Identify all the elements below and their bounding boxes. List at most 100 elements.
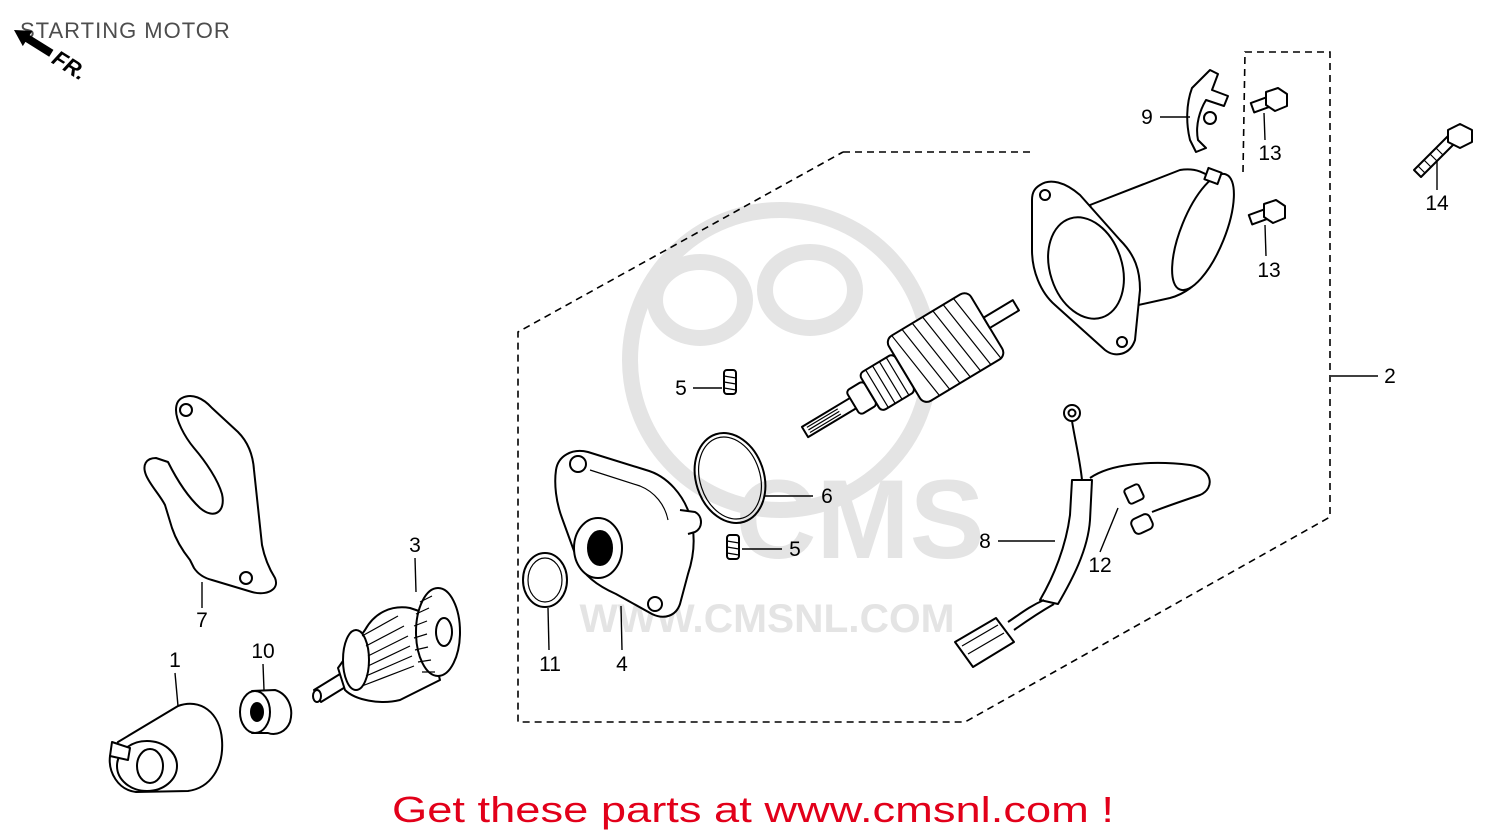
part-5-spring-top xyxy=(723,369,737,395)
armature-windings xyxy=(891,298,1002,396)
bracket-outline xyxy=(1186,69,1229,153)
part-4-front-cover xyxy=(554,450,702,618)
part-8-wire-harness xyxy=(954,404,1211,668)
drive-shaft-end xyxy=(312,689,322,703)
armature-commutator-bars xyxy=(865,357,910,408)
footer-promo-text: Get these parts at www.cmsnl.com ! xyxy=(392,789,1114,830)
part-10-bearing xyxy=(239,689,293,735)
leader-lines xyxy=(174,112,1438,707)
callout-13-top: 13 xyxy=(1258,142,1281,165)
cap-lower xyxy=(1130,513,1154,535)
flange-hole-top xyxy=(1039,189,1051,201)
cover-ear-bottom xyxy=(647,596,663,612)
callout-5-bottom: 5 xyxy=(789,538,801,561)
harness-sleeve xyxy=(1039,479,1093,605)
leader-11 xyxy=(547,607,550,651)
collar-bore xyxy=(136,748,164,784)
plate-hole-bottom xyxy=(239,571,253,585)
callout-9: 9 xyxy=(1141,106,1153,129)
bolt-top-head xyxy=(1265,87,1288,112)
bolt-bottom-head xyxy=(1263,199,1286,224)
part-1-collar xyxy=(108,702,224,793)
cms-watermark: CMS WWW.CMSNL.COM xyxy=(580,202,985,641)
cover-ear-top xyxy=(569,455,587,473)
callout-12: 12 xyxy=(1088,554,1111,577)
frame-outline xyxy=(517,51,1331,723)
harness-lead-wire xyxy=(1071,420,1083,481)
arrow-icon xyxy=(14,30,54,57)
cap-upper xyxy=(1123,483,1145,505)
cover-bore xyxy=(587,530,613,566)
spring-top-coils xyxy=(723,375,737,391)
leader-3 xyxy=(414,557,417,593)
part-6-o-ring xyxy=(693,432,767,524)
callout-14: 14 xyxy=(1425,192,1449,215)
plate-hole-top xyxy=(179,403,193,417)
spring-bottom-coils xyxy=(726,540,740,556)
part-11-o-ring xyxy=(522,552,568,608)
harness-plug-ribs xyxy=(961,624,1005,655)
bearing-bore xyxy=(250,702,264,722)
harness-ring-hole xyxy=(1067,408,1077,418)
leader-12 xyxy=(1099,507,1119,553)
motor-terminal xyxy=(1203,166,1223,186)
direction-label: FR. xyxy=(48,45,91,85)
part-3-starter-drive xyxy=(312,587,461,703)
watermark-logo-text: CMS xyxy=(736,457,985,582)
armature-shaft-rear xyxy=(982,299,1020,329)
drive-gear-teeth xyxy=(413,595,435,673)
armature-shaft-splines xyxy=(806,408,842,434)
o-ring-large-inner xyxy=(698,436,762,520)
o-ring-outer xyxy=(522,552,568,608)
watermark-mascot-eye-right xyxy=(757,244,863,336)
drive-clutch-face xyxy=(342,629,370,691)
callout-3: 3 xyxy=(409,534,421,557)
harness-plug-wires xyxy=(1007,599,1055,631)
callout-10: 10 xyxy=(251,640,274,663)
long-bolt-threads xyxy=(1417,147,1444,174)
part-13-bolt-bottom xyxy=(1247,199,1286,226)
page-title: STARTING MOTOR xyxy=(20,18,231,43)
collar-tab xyxy=(109,741,131,761)
callout-13-bottom: 13 xyxy=(1257,259,1280,282)
callout-11: 11 xyxy=(539,653,561,676)
callout-5-top: 5 xyxy=(675,377,687,400)
part-9-terminal-bracket xyxy=(1186,69,1229,153)
o-ring-inner xyxy=(527,557,563,603)
part-13-bolt-top xyxy=(1249,87,1288,114)
bracket-screw xyxy=(1203,111,1217,125)
leader-4 xyxy=(620,605,623,651)
motor-case-end xyxy=(1171,172,1235,292)
callout-numbers: 1 10 3 7 11 4 5 5 6 8 12 2 9 13 13 14 xyxy=(169,106,1449,676)
callout-1: 1 xyxy=(169,649,181,672)
part-12-cap xyxy=(1123,483,1154,535)
callout-7: 7 xyxy=(196,609,208,632)
plate-outline xyxy=(143,395,278,595)
harness-plug xyxy=(954,617,1015,668)
assembly-frame xyxy=(517,51,1331,723)
armature xyxy=(800,292,1020,439)
callout-4: 4 xyxy=(616,653,628,676)
flange-hole-bottom xyxy=(1116,336,1128,348)
drive-gear-hub xyxy=(435,617,453,647)
part-14-long-bolt xyxy=(1413,123,1473,178)
harness-branch-wire xyxy=(1089,461,1211,513)
leader-1 xyxy=(174,672,179,707)
motor-flange-opening xyxy=(1047,216,1125,320)
callout-6: 6 xyxy=(821,485,833,508)
cover-tab xyxy=(679,509,702,535)
leader-13-bottom xyxy=(1264,224,1267,257)
motor-case xyxy=(1031,166,1235,356)
cover-rim-line xyxy=(589,469,669,521)
callout-2: 2 xyxy=(1384,365,1396,388)
watermark-mascot-eye-left xyxy=(647,254,753,346)
part-7-plate xyxy=(143,395,278,595)
drive-clutch-splines xyxy=(361,615,415,687)
o-ring-large-outer xyxy=(693,432,767,524)
leader-13-top xyxy=(1263,112,1266,141)
part-5-spring-bottom xyxy=(726,534,740,560)
callout-8: 8 xyxy=(979,530,991,553)
long-bolt-head xyxy=(1447,123,1473,149)
leader-10 xyxy=(262,663,265,691)
